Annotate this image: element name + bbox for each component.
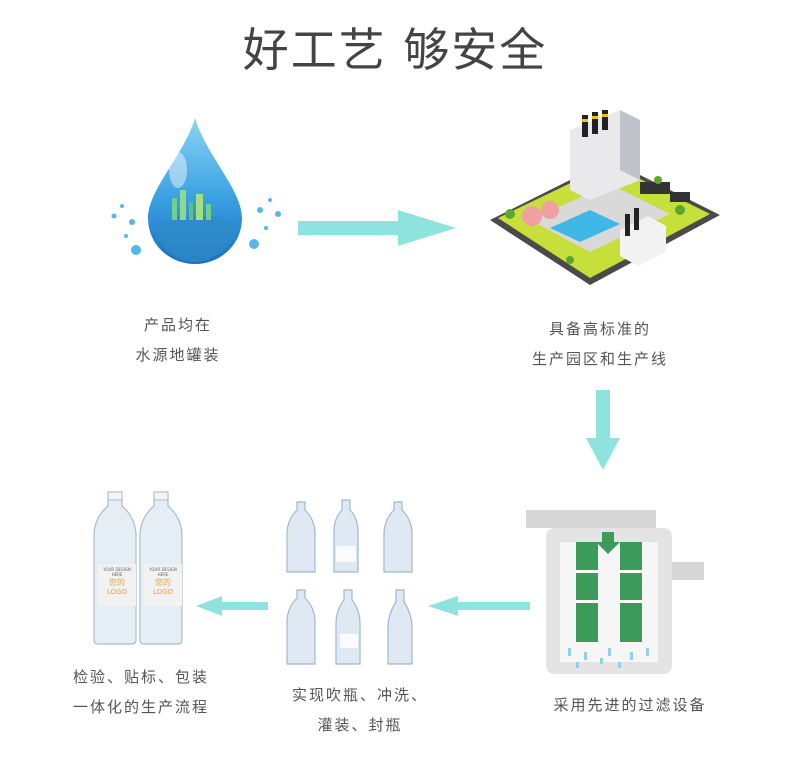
bottle-label-right: YOUR DESIGN HERE 您的 LOGO [144,567,182,596]
flow-arrow-down [586,390,620,472]
water-drop-icon [111,118,281,264]
arrow-right-icon [298,210,456,246]
caption-line: 一体化的生产流程 [72,698,209,716]
flow-arrow-left-2 [196,596,268,616]
caption-line: 灌装、封瓶 [317,716,403,734]
filter-equipment-icon [526,510,704,674]
step-caption-packaging: 检验、贴标、包装 一体化的生产流程 [56,662,226,722]
arrow-down-icon [586,390,620,470]
caption-line: 产品均在 [143,316,212,334]
caption-line: 采用先进的过滤设备 [553,696,707,714]
caption-line: 检验、贴标、包装 [72,668,209,686]
filter-equipment-illustration [520,502,706,682]
step-caption-factory: 具备高标准的 生产园区和生产线 [500,314,700,374]
step-caption-source: 产品均在 水源地罐装 [98,310,258,370]
caption-line: 生产园区和生产线 [531,350,668,368]
flow-arrow-right [298,210,460,246]
bottles-icon [286,499,413,665]
step-caption-bottling: 实现吹瓶、冲洗、 灌装、封瓶 [270,680,450,740]
factory-icon [490,110,720,285]
bottle-brand-line: YOUR DESIGN HERE [149,567,177,577]
bottle-logo-en: LOGO [106,588,128,596]
bottle-label-left: YOUR DESIGN HERE 您的 LOGO [98,567,136,596]
caption-line: 具备高标准的 [548,320,651,338]
arrow-left-icon [196,596,268,616]
caption-line: 水源地罐装 [135,346,221,364]
step-caption-filter: 采用先进的过滤设备 [530,690,730,720]
water-drop-illustration [92,110,302,275]
labeled-bottles-icon [93,491,183,645]
page-title: 好工艺 够安全 [242,23,548,77]
bottle-logo-en: LOGO [152,588,174,596]
arrow-left-icon [428,596,530,616]
bottle-logo-cn: 您的 [155,578,171,587]
factory-illustration [470,110,720,300]
labeled-bottles-illustration: YOUR DESIGN HERE 您的 LOGO YOUR DESIGN HER… [92,490,192,646]
flow-arrow-left [428,596,530,616]
bottles-illustration [284,498,424,668]
bottle-logo-cn: 您的 [109,578,125,587]
bottle-brand-line: YOUR DESIGN HERE [103,567,131,577]
caption-line: 实现吹瓶、冲洗、 [291,686,428,704]
